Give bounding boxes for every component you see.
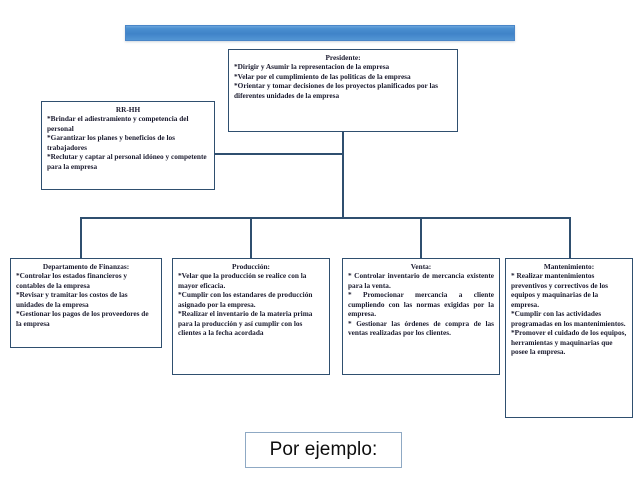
node-mantenimiento-title: Mantenimiento:	[543, 262, 595, 271]
node-rr-hh-line-2: *Garantizar los planes y beneficios de l…	[47, 133, 175, 152]
node-produccion-line-3: *Realizar el inventario de la materia pr…	[178, 309, 313, 338]
connector-drop-produccion	[250, 217, 252, 259]
node-venta[interactable]: Venta: * Controlar inventario de mercanc…	[342, 258, 500, 375]
node-produccion[interactable]: Producción: *Velar que la producción se …	[172, 258, 330, 375]
node-presidente-line-3: *Orientar y tomar decisiones de los proy…	[234, 81, 438, 100]
node-mantenimiento-line-3: *Promover el cuidado de los equipos, her…	[511, 328, 627, 357]
node-produccion-line-2: *Cumplir con los estandares de producció…	[178, 290, 313, 309]
node-venta-title: Venta:	[410, 262, 432, 271]
node-presidente-title: Presidente:	[325, 53, 361, 62]
node-finanzas-line-1: *Controlar los estados financieros y con…	[16, 271, 128, 290]
connector-presidente-stem	[342, 132, 344, 218]
node-venta-line-3: * Gestionar las órdenes de compra de las…	[348, 318, 494, 338]
node-rr-hh-line-3: *Reclutar y captar al personal idóneo y …	[47, 152, 207, 171]
node-venta-line-1: * Controlar inventario de mercancia exis…	[348, 271, 494, 290]
node-rr-hh[interactable]: RR-HH *Brindar el adiestramiento y compe…	[41, 101, 215, 190]
node-mantenimiento[interactable]: Mantenimiento: * Realizar mantenimientos…	[505, 258, 633, 418]
node-venta-line-2: * Promocionar mercancia a cliente cumpli…	[348, 290, 494, 319]
connector-drop-mantenimiento	[569, 217, 571, 259]
node-finanzas-line-2: *Revisar y tramitar los costos de las un…	[16, 290, 128, 309]
node-finanzas-line-3: *Gestionar los pagos de los proveedores …	[16, 309, 149, 328]
node-finanzas-title: Departamento de Finanzas:	[42, 262, 130, 271]
connector-drop-finanzas	[80, 217, 82, 259]
connector-drop-venta	[420, 217, 422, 259]
node-departamento-de-finanzas[interactable]: Departamento de Finanzas: *Controlar los…	[10, 258, 162, 348]
caption-por-ejemplo-box[interactable]: Por ejemplo:	[245, 432, 402, 468]
node-rr-hh-line-1: *Brindar el adiestramiento y competencia…	[47, 114, 189, 133]
node-rr-hh-title: RR-HH	[115, 105, 141, 114]
node-mantenimiento-line-2: *Cumplir con las actividades programadas…	[511, 309, 626, 328]
node-presidente[interactable]: Presidente: *Dirigir y Asumir la represe…	[228, 49, 458, 132]
caption-por-ejemplo-text: Por ejemplo:	[269, 439, 378, 460]
connector-distribution-bar	[80, 217, 571, 219]
node-mantenimiento-line-1: * Realizar mantenimientos preventivos y …	[511, 271, 609, 309]
title-accent-bar	[125, 25, 515, 41]
node-produccion-title: Producción:	[232, 262, 270, 271]
node-produccion-line-1: *Velar que la producción se realice con …	[178, 271, 307, 290]
connector-rrhh-branch	[214, 153, 343, 155]
node-presidente-line-2: *Velar por el cumplimiento de las politi…	[234, 71, 411, 81]
node-presidente-line-1: *Dirigir y Asumir la representacion de l…	[234, 62, 390, 72]
